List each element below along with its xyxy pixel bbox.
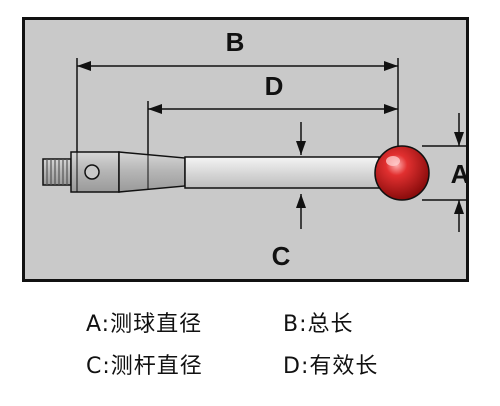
legend-text-a: 测球直径 (110, 312, 203, 337)
stylus-stem (184, 156, 380, 189)
dimension-label-d: D (265, 71, 284, 101)
ruby-ball (374, 145, 430, 201)
legend-key-a: A: (86, 312, 111, 337)
legend-item-a: A:测球直径 (86, 306, 202, 338)
legend-text-b: 总长 (307, 312, 354, 337)
legend-text-c: 测杆直径 (110, 354, 203, 379)
stylus-taper (118, 151, 186, 193)
legend-item-c: C:测杆直径 (86, 348, 203, 380)
legend-text-d: 有效长 (309, 354, 379, 379)
dimension-line-d (148, 104, 398, 114)
ball-highlight (386, 156, 400, 166)
legend-key-d: D: (283, 354, 310, 379)
stylus-dimension-diagram: B D A C (22, 17, 469, 282)
extension-lines (76, 58, 467, 201)
dimension-label-a: A (451, 159, 469, 189)
dimension-line-b (77, 61, 398, 71)
dimension-label-b: B (226, 27, 245, 57)
legend-key-c: C: (86, 354, 111, 379)
dimension-line-c (296, 122, 306, 229)
stylus-hex-body (70, 151, 120, 193)
legend-key-b: B: (283, 312, 308, 337)
dimension-label-c: C (272, 241, 291, 271)
legend-item-d: D:有效长 (283, 348, 378, 380)
threaded-connector (42, 158, 72, 186)
wrench-hole-icon (84, 164, 100, 180)
dimension-line-a (454, 113, 464, 232)
legend-item-b: B:总长 (283, 306, 354, 338)
